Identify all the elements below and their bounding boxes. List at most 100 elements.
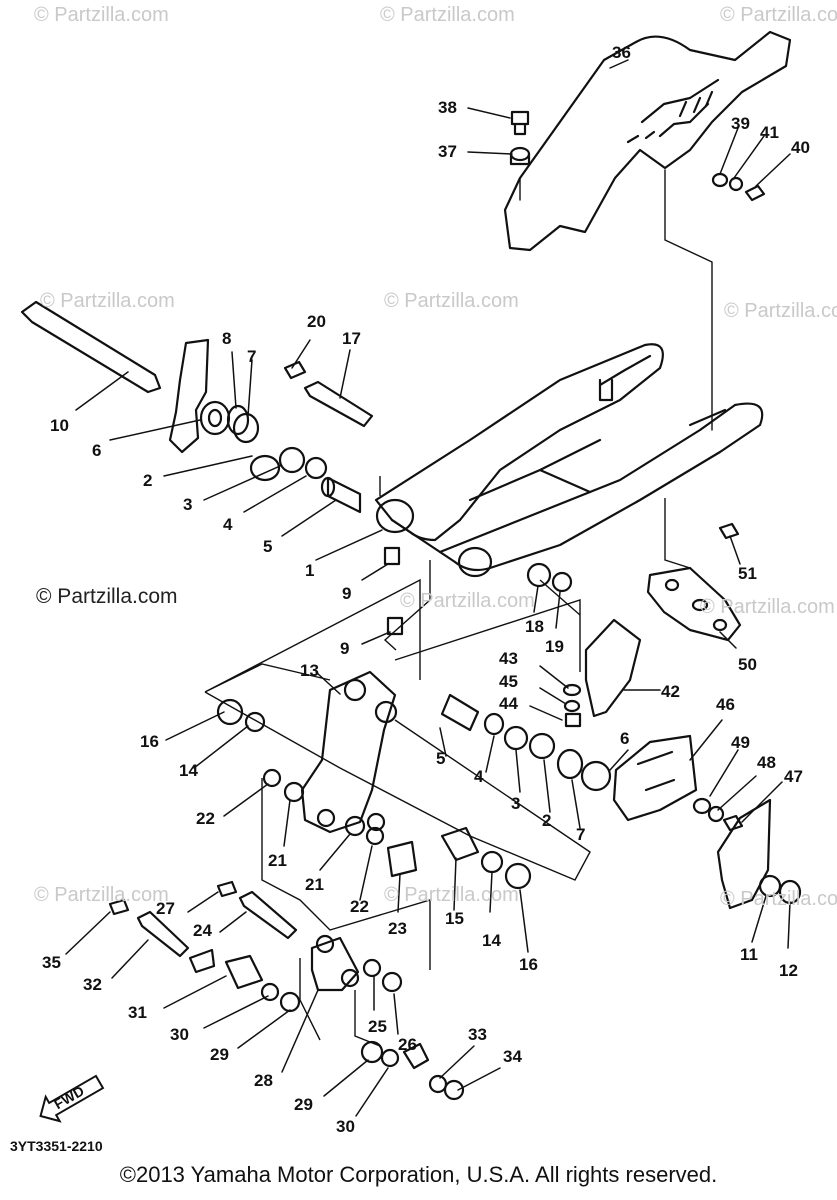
callout-3: 3 <box>183 495 193 514</box>
callout-14b: 14 <box>482 931 501 950</box>
washer-39-shape <box>711 172 729 188</box>
nut-26-shape <box>381 971 403 993</box>
thrust-cover-6-shape <box>199 400 231 436</box>
nut-34-shape <box>443 1079 465 1101</box>
callout-13: 13 <box>300 661 319 680</box>
callout-51: 51 <box>738 564 757 583</box>
bushing-14-shape <box>244 711 266 733</box>
bearing-7-shape <box>232 412 260 444</box>
fitting-9-shape <box>383 546 401 566</box>
callout-17: 17 <box>342 329 361 348</box>
callout-25: 25 <box>368 1017 387 1036</box>
guard-42-shape <box>584 618 642 718</box>
bolt-15-shape <box>440 826 480 862</box>
callout-2: 2 <box>143 471 153 490</box>
bolt-40-shape <box>744 184 766 202</box>
watermark: © Partzilla.com <box>34 4 169 26</box>
callout-4: 4 <box>223 515 233 534</box>
washer-11-shape <box>758 874 782 898</box>
callout-7b: 7 <box>576 825 586 844</box>
callout-14: 14 <box>179 761 198 780</box>
watermark: © Partzilla.com <box>720 4 837 26</box>
callout-32: 32 <box>83 975 102 994</box>
collar-3b-shape <box>503 725 529 751</box>
nut-19-shape <box>551 571 573 593</box>
callout-23: 23 <box>388 919 407 938</box>
seal-30b-shape <box>380 1048 400 1068</box>
callout-42: 42 <box>661 682 680 701</box>
callout-28: 28 <box>254 1071 273 1090</box>
callout-21: 21 <box>268 851 287 870</box>
callout-30b: 30 <box>336 1117 355 1136</box>
collar-31-shape <box>224 954 264 990</box>
watermark: © Partzilla.com <box>724 300 837 322</box>
callout-5b: 5 <box>436 749 446 768</box>
bearing-2b-shape <box>528 732 556 760</box>
washer-25-shape <box>362 958 382 978</box>
callout-46: 46 <box>716 695 735 714</box>
callout-45: 45 <box>499 672 518 691</box>
callout-36: 36 <box>612 43 631 62</box>
watermark: © Partzilla.com <box>384 290 519 312</box>
callout-37: 37 <box>438 142 457 161</box>
forward-direction-indicator: FWD <box>30 1066 109 1131</box>
collar-5b-shape <box>440 693 480 732</box>
callout-44: 44 <box>499 694 518 713</box>
callout-5: 5 <box>263 537 273 556</box>
watermark: © Partzilla.com <box>384 884 519 906</box>
collar-23-shape <box>386 840 418 878</box>
collar-16-shape <box>216 698 244 726</box>
collar-18-shape <box>526 562 552 588</box>
seal-8-shape <box>226 404 250 436</box>
seal-4b-shape <box>483 712 505 736</box>
collar-29-shape <box>279 991 301 1013</box>
bolt-32-shape <box>136 910 190 958</box>
bushing-14b-shape <box>480 850 504 874</box>
callout-10: 10 <box>50 416 69 435</box>
diagram-code: 3YT3351-2210 <box>10 1138 103 1154</box>
callout-2b: 2 <box>542 811 552 830</box>
callout-47: 47 <box>784 767 803 786</box>
watermark: © Partzilla.com <box>700 596 835 618</box>
callout-21b: 21 <box>305 875 324 894</box>
callout-4b: 4 <box>474 767 484 786</box>
callout-8: 8 <box>222 329 232 348</box>
callout-22b: 22 <box>350 897 369 916</box>
collar-21-shape <box>283 781 305 803</box>
callout-1: 1 <box>305 561 315 580</box>
callout-11: 11 <box>740 945 758 964</box>
callout-22: 22 <box>196 809 215 828</box>
callout-43: 43 <box>499 649 518 668</box>
collar-3-shape <box>278 446 306 474</box>
bolt-24-shape <box>238 890 298 940</box>
callout-41: 41 <box>760 123 779 142</box>
bolt-17-shape <box>303 380 374 428</box>
collar-16b-shape <box>504 862 532 890</box>
washer-48-shape <box>707 805 725 823</box>
watermark: © Partzilla.com <box>40 290 175 312</box>
callout-12: 12 <box>779 961 798 980</box>
washer-43-shape <box>562 683 582 697</box>
callout-7: 7 <box>247 347 257 366</box>
callout-31: 31 <box>128 1003 147 1022</box>
callout-34: 34 <box>503 1047 522 1066</box>
callout-33: 33 <box>468 1025 487 1044</box>
washer-41-shape <box>728 176 744 192</box>
callout-29b: 29 <box>294 1095 313 1114</box>
cover-6b-shape <box>580 760 612 792</box>
watermark: © Partzilla.com <box>380 4 515 26</box>
bearing-7b-shape <box>556 748 584 780</box>
callout-38: 38 <box>438 98 457 117</box>
callout-6b: 6 <box>620 729 630 748</box>
callout-27: 27 <box>156 899 175 918</box>
callout-6: 6 <box>92 441 102 460</box>
chain-cover-shape <box>503 30 792 252</box>
callout-18: 18 <box>525 617 544 636</box>
callout-16b: 16 <box>519 955 538 974</box>
seal-30-shape <box>260 982 280 1002</box>
callout-19: 19 <box>545 637 564 656</box>
copyright-notice: ©2013 Yamaha Motor Corporation, U.S.A. A… <box>119 1162 718 1187</box>
watermark: © Partzilla.com <box>400 590 535 612</box>
bearing-2-shape <box>249 454 281 482</box>
callout-24: 24 <box>193 921 212 940</box>
